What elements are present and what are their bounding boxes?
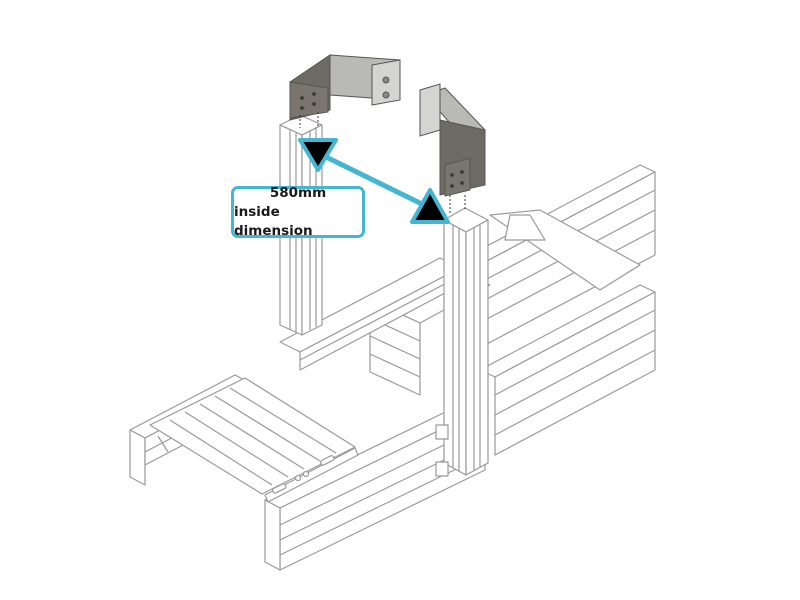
arrowhead-left-icon	[298, 138, 338, 172]
rear-cross-rail	[489, 209, 641, 291]
dimension-arrow	[298, 138, 450, 224]
alignment-guides	[299, 112, 466, 215]
dimension-value: 580mm	[269, 184, 327, 201]
dimension-caption: inside dimension	[234, 203, 313, 239]
pedal-plate	[149, 377, 359, 503]
right-upright	[435, 207, 489, 477]
right-bracket	[419, 83, 486, 197]
right-main-rail	[479, 284, 656, 456]
left-bracket	[289, 54, 401, 121]
front-lower-rail	[264, 399, 486, 571]
arrowhead-right-icon	[410, 188, 450, 224]
dimension-label: 580mm inside dimension	[231, 184, 365, 239]
